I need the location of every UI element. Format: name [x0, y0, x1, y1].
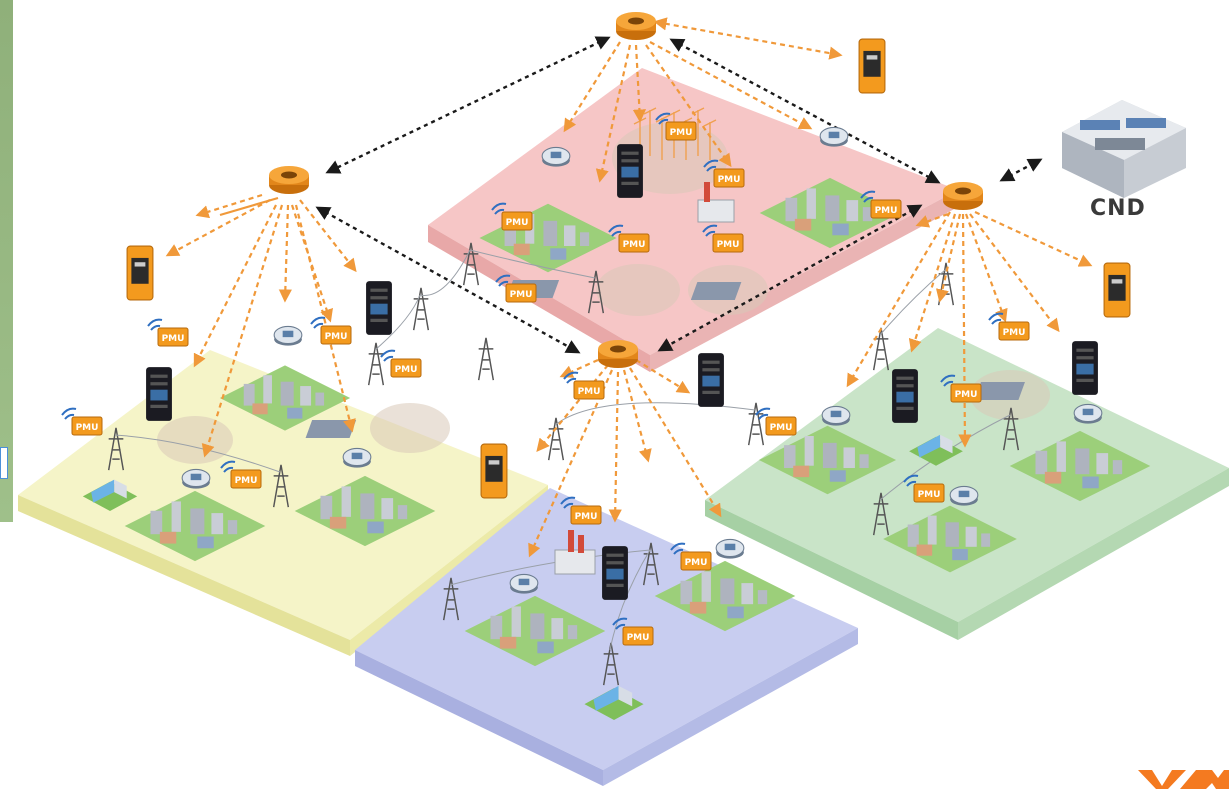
wifi-icon [220, 460, 236, 473]
wifi-icon [755, 407, 771, 420]
data-concentrator-hub-icon[interactable] [598, 340, 638, 368]
pmu-label: PMU [395, 365, 418, 375]
wifi-icon [655, 112, 671, 125]
server-rack-icon [602, 546, 628, 600]
pmu-device-icon: PMU [860, 190, 902, 219]
pmu-device-icon: PMU [491, 202, 533, 231]
wifi-icon [903, 474, 919, 487]
pmu-device-icon: PMU [380, 349, 422, 378]
data-concentrator-hub-icon[interactable] [943, 182, 983, 210]
server-rack-icon [146, 367, 172, 421]
pmu-device-icon: PMU [608, 224, 650, 253]
wifi-icon [147, 318, 163, 331]
server-rack-icon [698, 353, 724, 407]
pmu-device-icon: PMU [703, 159, 745, 188]
satellite-dish-icon [715, 538, 745, 560]
pmu-device-icon: PMU [988, 312, 1030, 341]
pmu-device-icon: PMU [655, 112, 697, 141]
pmu-label: PMU [1003, 328, 1026, 338]
satellite-dish-icon [342, 447, 372, 469]
pmu-label: PMU [685, 558, 708, 568]
server-rack-icon [617, 144, 643, 198]
wifi-icon [560, 496, 576, 509]
pmu-label: PMU [575, 512, 598, 522]
wifi-icon [310, 316, 326, 329]
satellite-dish-icon [1073, 403, 1103, 425]
pmu-label: PMU [875, 206, 898, 216]
pmu-devices: PMU PMU PMU PMU PMU PMU PMU PMU PMU PMU PMU PMU PMU P… [61, 112, 1030, 646]
pmu-label: PMU [578, 387, 601, 397]
pmu-label: PMU [718, 175, 741, 185]
pmu-device-icon: PMU [670, 542, 712, 571]
wifi-icon [380, 349, 396, 362]
server-rack-icon [366, 281, 392, 335]
wifi-icon [563, 371, 579, 384]
zone-green [705, 328, 1229, 640]
satellite-dish-icon [181, 468, 211, 490]
pmu-device-icon: PMU [61, 407, 103, 436]
pmu-device-icon: PMU [940, 374, 982, 403]
pmu-label: PMU [955, 390, 978, 400]
pmu-label: PMU [76, 423, 99, 433]
wifi-icon [612, 617, 628, 630]
wifi-icon [702, 224, 718, 237]
orange-server-rack-icon [126, 245, 154, 301]
pmu-device-icon: PMU [563, 371, 605, 400]
wifi-icon [495, 274, 511, 287]
satellite-dish-icon [821, 405, 851, 427]
inter-hub-links [315, 36, 1043, 354]
wifi-icon [61, 407, 77, 420]
server-rack-icon [1072, 341, 1098, 395]
pmu-device-icon: PMU [220, 460, 262, 489]
wifi-icon [670, 542, 686, 555]
pmu-label: PMU [670, 128, 693, 138]
satellite-dish-icon [819, 126, 849, 148]
pmu-label: PMU [627, 633, 650, 643]
control-center-label: CND [1090, 196, 1146, 221]
zone-blue [355, 488, 858, 786]
pmu-device-icon: PMU [612, 617, 654, 646]
pmu-device-icon: PMU [903, 474, 945, 503]
orange-server-rack-icon [858, 38, 886, 94]
pmu-label: PMU [717, 240, 740, 250]
pmu-label: PMU [506, 218, 529, 228]
orange-server-rack-icon [480, 443, 508, 499]
pmu-device-icon: PMU [560, 496, 602, 525]
pmu-device-icon: PMU [702, 224, 744, 253]
pmu-label: PMU [623, 240, 646, 250]
satellite-dish-icon [509, 573, 539, 595]
pmu-device-icon: PMU [755, 407, 797, 436]
control-center-icon [1062, 100, 1186, 198]
satellite-dish-icon [273, 325, 303, 347]
wifi-icon [860, 190, 876, 203]
left-edge-tab [0, 447, 8, 479]
pmu-label: PMU [770, 423, 793, 433]
pmu-label: PMU [918, 490, 941, 500]
wifi-icon [491, 202, 507, 215]
satellite-dish-icon [949, 485, 979, 507]
orange-server-rack-icon [1103, 262, 1131, 318]
pmu-label: PMU [162, 334, 185, 344]
wifi-icon [703, 159, 719, 172]
data-concentrator-hub-icon[interactable] [269, 166, 309, 194]
left-edge-panel [0, 0, 13, 522]
wifi-icon [608, 224, 624, 237]
pmu-device-icon: PMU [147, 318, 189, 347]
pmu-device-icon: PMU [495, 274, 537, 303]
pmu-label: PMU [325, 332, 348, 342]
pmu-label: PMU [235, 476, 258, 486]
data-concentrator-hub-icon[interactable] [616, 12, 656, 40]
company-logo-icon [1138, 770, 1229, 789]
pmu-device-icon: PMU [310, 316, 352, 345]
pmu-label: PMU [510, 290, 533, 300]
satellite-dish-icon [541, 146, 571, 168]
wifi-icon [940, 374, 956, 387]
wifi-icon [988, 312, 1004, 325]
server-rack-icon [892, 369, 918, 423]
